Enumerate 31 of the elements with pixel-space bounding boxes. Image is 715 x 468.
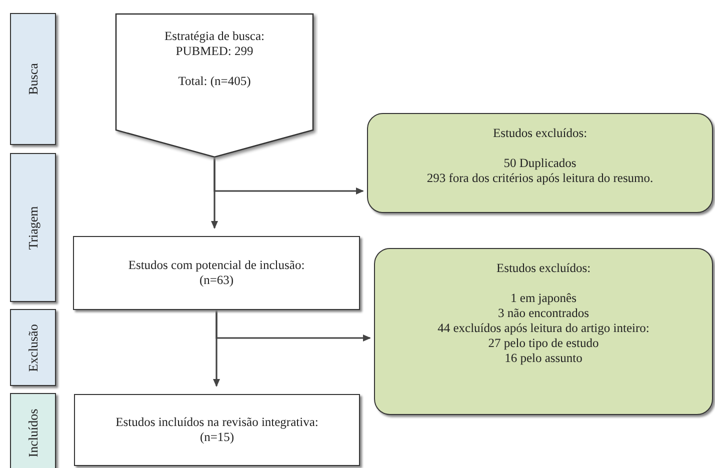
box-heading: Estudos excluídos:: [495, 261, 592, 276]
box-text: 293 fora dos critérios após leitura do resumo.: [426, 171, 654, 186]
box-text: 1 em japonês: [510, 291, 578, 306]
stage-label: Busca: [26, 63, 40, 95]
box-heading: Estratégia de busca:: [164, 29, 266, 44]
excluded-studies-box: [374, 248, 713, 415]
stage-label: Incluídos: [26, 408, 40, 458]
box-text: 27 pelo tipo de estudo: [487, 336, 600, 351]
box-heading: Estudos excluídos:: [492, 126, 588, 141]
excluded-studies-box: [367, 113, 713, 213]
box-heading: Estudos incluídos na revisão integrativa:: [114, 415, 320, 430]
box-text: (n=63): [198, 273, 235, 288]
stage-band: [10, 309, 56, 386]
stage-band: [10, 153, 56, 302]
arrow: [214, 158, 364, 194]
box-heading: Estudos com potencial de inclusão:: [127, 258, 306, 273]
box-text: 3 não encontrados: [497, 306, 590, 321]
arrow: [216, 310, 371, 342]
box-text: 44 excluídos após leitura do artigo inteiro:: [436, 321, 650, 336]
search-strategy-pentagon: [115, 13, 314, 158]
process-box: [73, 236, 360, 310]
box-text: PUBMED: 299: [174, 44, 254, 59]
box-text: (n=15): [198, 430, 236, 445]
stage-label: Exclusão: [26, 324, 40, 372]
stage-band: [10, 393, 56, 468]
box-text: 16 pelo assunto: [504, 351, 584, 366]
process-box: [74, 394, 360, 466]
box-text: 50 Duplicados: [502, 156, 578, 171]
stage-band: [10, 13, 56, 145]
box-text: Total: (n=405): [177, 74, 252, 89]
stage-label: Triagem: [26, 206, 40, 250]
